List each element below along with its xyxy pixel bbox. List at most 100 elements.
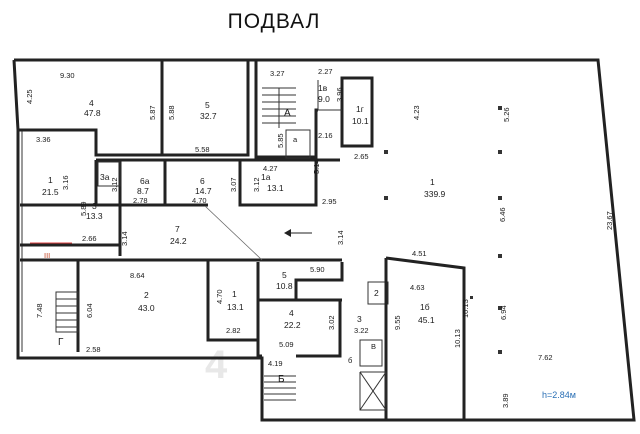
dim-5-89: 5.89	[79, 201, 88, 216]
room-1v-area: 9.0	[318, 94, 330, 104]
dim-3-14: 3.14	[120, 231, 129, 246]
dim-23-67: 23.67	[605, 211, 614, 230]
room-1a-num: 1а	[261, 172, 271, 182]
room-1w-area: 21.5	[42, 187, 59, 197]
dim-3-12: 3.12	[110, 177, 119, 192]
dim-4-70b: 4.70	[215, 289, 224, 304]
room-1b-area: 45.1	[418, 315, 435, 325]
stair-g	[55, 291, 79, 333]
stair-b-small-label: б	[348, 356, 352, 365]
dim-5-58: 5.58	[195, 145, 210, 154]
dim-6-46: 6.46	[498, 207, 507, 222]
dim-4-51: 4.51	[412, 249, 427, 258]
dim-5-87: 5.87	[148, 105, 157, 120]
dim-4-25: 4.25	[25, 89, 34, 104]
dim-2-65: 2.65	[354, 152, 369, 161]
dim-6-94: 6.94	[499, 305, 508, 320]
room-1a-wall	[238, 160, 318, 207]
dim-3-22: 3.22	[354, 326, 369, 335]
dim-2-78: 2.78	[133, 196, 148, 205]
dim-5-85: 5.85	[276, 133, 285, 148]
plan-title: ПОДВАЛ	[227, 10, 321, 33]
dim-5-26: 5.26	[502, 107, 511, 122]
room-1g-area: 10.1	[352, 116, 369, 126]
room-1g-wall	[340, 76, 374, 148]
room-a-wall	[285, 129, 311, 159]
room-1-area: 339.9	[424, 189, 446, 199]
dim-4-27: 4.27	[263, 164, 278, 173]
room-2-east-wall	[206, 260, 258, 342]
hall-columns	[384, 106, 502, 354]
dim-6-04: 6.04	[85, 303, 94, 318]
dim-3-12b: 3.12	[252, 177, 261, 192]
room-5-area: 32.7	[200, 111, 217, 121]
dim-4-23: 4.23	[412, 105, 421, 120]
dim-3-27: 3.27	[270, 69, 285, 78]
room-3-area: 13.3	[86, 211, 103, 221]
room-1g-num: 1г	[356, 104, 364, 114]
room-4b-area: 22.2	[284, 320, 301, 330]
room-3-num: 3	[92, 201, 97, 211]
room-3a-box	[97, 161, 121, 187]
room-4b-num: 4	[289, 308, 294, 318]
dim-2-58: 2.58	[86, 345, 101, 354]
room-2-num: 2	[144, 290, 149, 300]
room-3a-num: 3а	[100, 172, 110, 182]
room-1b-east-wall	[385, 256, 466, 420]
watermark: 4	[205, 343, 228, 387]
dim-7-62: 7.62	[538, 353, 553, 362]
stair-a	[262, 87, 296, 128]
dim-3-96: 3.96	[335, 87, 344, 102]
room-2-area: 43.0	[138, 303, 155, 313]
dim-2-95: 2.95	[322, 197, 337, 206]
outer-wall	[12, 58, 636, 422]
room-5b-area: 10.8	[276, 281, 293, 291]
room-6a-area: 8.7	[137, 186, 149, 196]
dim-3-02: 3.02	[327, 315, 336, 330]
room-1-west-wall	[20, 160, 98, 207]
dim-9-30: 9.30	[60, 71, 75, 80]
room-4-area: 47.8	[84, 108, 101, 118]
ceiling-height-note: h=2.84м	[542, 390, 576, 400]
room-2-box	[367, 281, 389, 305]
stair-v-label: В	[371, 342, 376, 351]
room-v-box	[359, 339, 383, 367]
room-1a-area: 13.1	[267, 183, 284, 193]
room-6-area: 14.7	[195, 186, 212, 196]
room-5-wall	[162, 60, 250, 157]
room-1s-num: 1	[232, 289, 237, 299]
dim-5-09: 5.09	[279, 340, 294, 349]
dim-3-07: 3.07	[229, 177, 238, 192]
stair-g-label: Г	[58, 337, 64, 348]
room-a-label: а	[293, 135, 298, 144]
room-1s-area: 13.1	[227, 302, 244, 312]
room-4-num: 4	[89, 98, 94, 108]
dim-10-13b: 10.13	[453, 329, 462, 348]
dim-4-70: 4.70	[192, 196, 207, 205]
room-1-num: 1	[430, 177, 435, 187]
room-2c-num: 2	[374, 288, 379, 298]
stair-a-label: А	[284, 108, 291, 119]
dim-9-55: 9.55	[393, 315, 402, 330]
room-6-num: 6	[200, 176, 205, 186]
dim-5-90: 5.90	[310, 265, 325, 274]
dim-2-16: 2.16	[318, 131, 333, 140]
room-1v-wall	[317, 80, 342, 111]
dim-8-64: 8.64	[130, 271, 145, 280]
dim-2-27: 2.27	[318, 67, 333, 76]
room-1w-num: 1	[48, 175, 53, 185]
room-3-wall	[296, 300, 342, 358]
room-4b-bottom	[256, 340, 262, 358]
room-1b-num: 1б	[420, 302, 430, 312]
room-4-wall	[18, 60, 164, 157]
room-3c-num: 3	[357, 314, 362, 324]
room-5b-wall	[294, 262, 344, 302]
roman-three-label: III	[44, 251, 50, 260]
dim-10-13: 10.13	[461, 299, 470, 318]
room-1v-num: 1в	[318, 83, 328, 93]
room-7-area: 24.2	[170, 236, 187, 246]
stair-b	[264, 375, 296, 401]
room-5b-num: 5	[282, 270, 287, 280]
room-7-num: 7	[175, 224, 180, 234]
